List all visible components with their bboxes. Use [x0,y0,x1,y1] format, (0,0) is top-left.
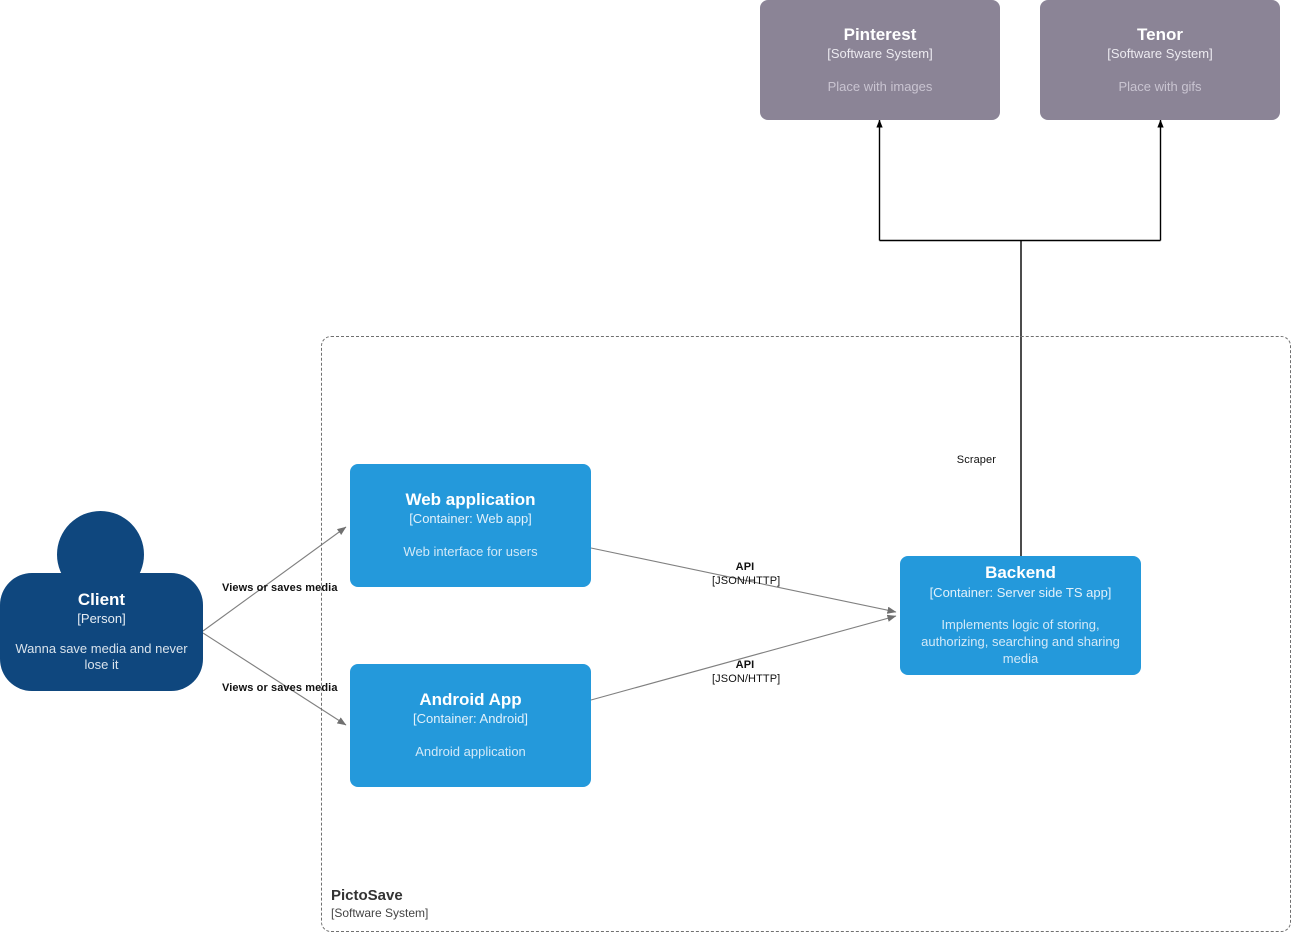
boundary-label: PictoSave [Software System] [331,887,428,921]
node-tenor-description: Place with gifs [1118,78,1202,94]
node-pinterest-title: Pinterest [843,24,917,44]
node-web-application-description: Web interface for users [403,544,538,560]
node-web-application-type: [Container: Web app] [409,511,532,527]
node-client[interactable]: Client [Person] Wanna save media and nev… [0,511,203,691]
edge-label-web-to-backend-technology: [JSON/HTTP] [712,574,781,587]
person-body: Client [Person] Wanna save media and nev… [0,573,203,691]
software-system-boundary-pictosave [321,336,1291,932]
edge-label-client-to-android-app: Views or saves media [222,682,338,694]
node-client-type: [Person] [77,611,126,627]
node-client-title: Client [77,589,126,609]
node-backend-description: Implements logic of storing, authorizing… [921,617,1120,666]
edge-label-web-application-to-backend: API [JSON/HTTP] [712,561,781,589]
node-tenor[interactable]: Tenor [Software System] Place with gifs [1040,0,1280,120]
node-android-app-description: Android application [415,744,526,760]
edge-label-android-app-to-backend: API [JSON/HTTP] [712,659,781,687]
boundary-type: [Software System] [331,905,429,920]
node-pinterest-description: Place with images [827,78,933,94]
node-backend[interactable]: Backend [Container: Server side TS app] … [900,556,1141,675]
node-tenor-title: Tenor [1137,24,1183,44]
node-client-description: Wanna save media and never lose it [15,640,188,673]
node-web-application-title: Web application [405,490,536,510]
node-pinterest[interactable]: Pinterest [Software System] Place with i… [760,0,1000,120]
node-android-app[interactable]: Android App [Container: Android] Android… [350,664,591,787]
edge-label-android-to-backend-technology: [JSON/HTTP] [712,672,781,685]
node-tenor-type: [Software System] [1107,45,1213,61]
edge-label-web-to-backend-title: API [735,561,755,573]
node-pinterest-type: [Software System] [827,45,933,61]
node-backend-type: [Container: Server side TS app] [929,584,1112,600]
edge-label-backend-to-external-systems: Scraper [956,454,996,466]
node-web-application[interactable]: Web application [Container: Web app] Web… [350,464,591,587]
edge-label-android-to-backend-title: API [735,659,755,671]
edge-label-client-to-web-application: Views or saves media [222,582,338,594]
boundary-name: PictoSave [331,887,403,904]
node-backend-title: Backend [985,563,1056,583]
node-android-app-type: [Container: Android] [413,711,528,727]
node-android-app-title: Android App [419,690,522,710]
